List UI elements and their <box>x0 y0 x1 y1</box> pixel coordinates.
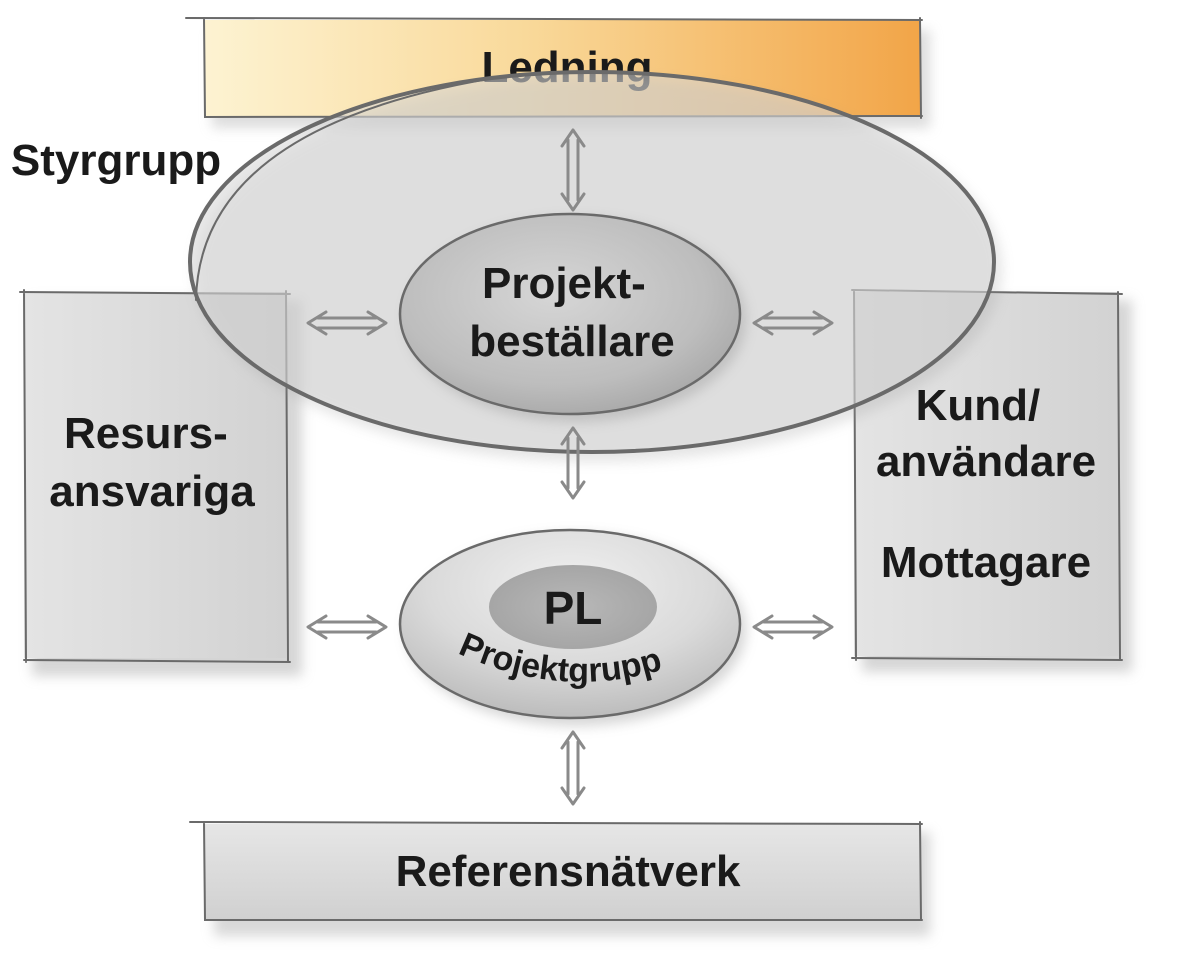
arrow-projektgrupp-kund <box>752 614 834 640</box>
resursansvariga-label-line2: ansvariga <box>49 467 255 516</box>
kund-label-line1: Kund/ <box>916 381 1041 430</box>
projektbestallare-ellipse: Projekt- beställare <box>398 212 746 422</box>
pl-ellipse <box>489 565 657 649</box>
resursansvariga-box <box>19 289 302 676</box>
pl-label: PL <box>544 582 603 634</box>
connector-arrows <box>306 128 834 806</box>
resursansvariga-label-line1: Resurs- <box>64 409 228 458</box>
mottagare-label: Mottagare <box>881 538 1091 587</box>
svg-text:Kund/ användare: Kund/ användare <box>876 381 1096 486</box>
ledning-bar: Ledning <box>185 17 930 128</box>
svg-text:Projekt- beställare: Projekt- beställare <box>469 259 674 366</box>
svg-text:Resurs- ansvariga: Resurs- ansvariga <box>49 409 255 516</box>
arrow-resurs-projektbestallare <box>306 310 388 336</box>
kund-anvandare-box <box>851 289 1132 672</box>
arrow-resurs-projektgrupp <box>306 614 388 640</box>
arrow-projektbestallare-kund <box>752 310 834 336</box>
projektbestallare-label-line1: Projekt- <box>482 259 646 308</box>
arrow-projektbestallare-projektgrupp <box>560 426 586 500</box>
referensnatverk-bar: Referensnätverk <box>189 821 930 936</box>
arrow-projektgrupp-referensnatverk <box>560 730 586 806</box>
arrow-ledning-projektbestallare <box>560 128 586 212</box>
kund-label-line2: användare <box>876 437 1096 486</box>
projektgrupp-ellipse: PL Projektgrupp <box>398 528 746 726</box>
styrgrupp-label: Styrgrupp <box>11 136 221 185</box>
referensnatverk-label: Referensnätverk <box>396 847 741 896</box>
projektbestallare-label-line2: beställare <box>469 317 674 366</box>
